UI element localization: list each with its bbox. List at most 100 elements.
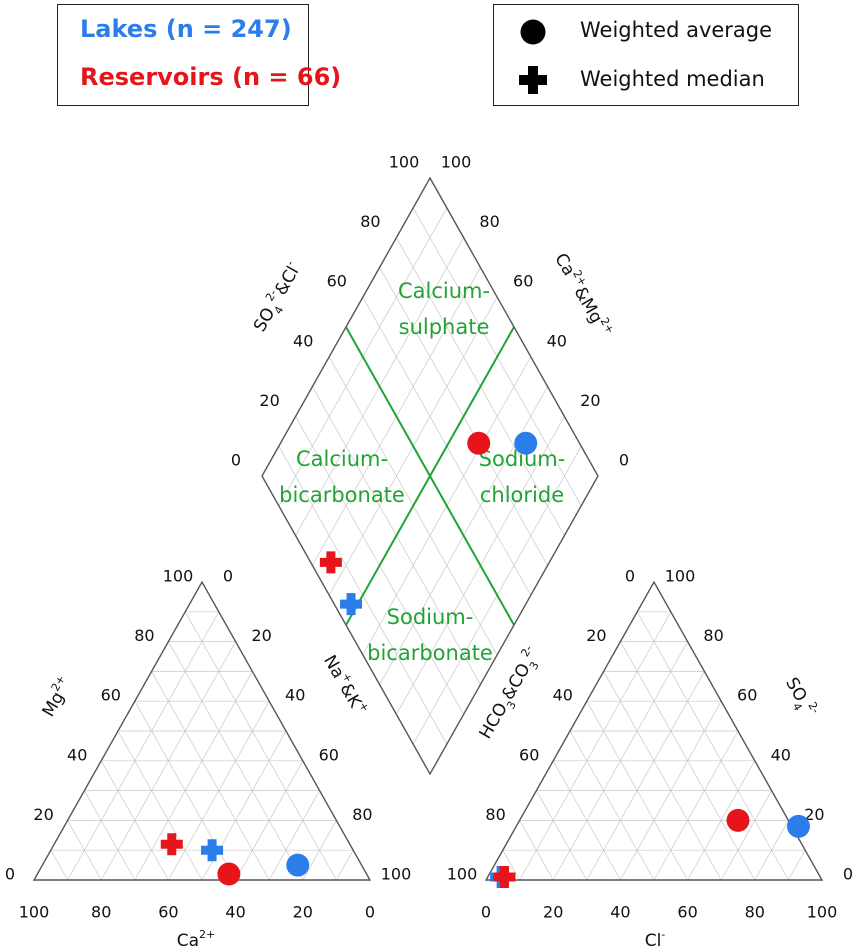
region-label-line2: bicarbonate bbox=[279, 483, 405, 507]
grid-line bbox=[67, 611, 220, 881]
region-label-line1: Calcium- bbox=[296, 447, 388, 471]
lakes-average-cation-point bbox=[286, 853, 310, 877]
grid-line bbox=[653, 730, 739, 881]
tick-label: 20 bbox=[580, 391, 600, 410]
tick-label: 40 bbox=[285, 686, 305, 705]
cation-triangle-outline bbox=[32, 580, 372, 881]
grid-line bbox=[134, 671, 253, 881]
diamond-right-axis-label: Ca2+&Mg2+ bbox=[550, 249, 617, 341]
lakes-average-anion-point bbox=[786, 814, 810, 838]
lakes-median-cation-point bbox=[201, 839, 224, 862]
tick-label: 80 bbox=[703, 626, 723, 645]
tick-label: 60 bbox=[319, 745, 339, 764]
tick-label: 20 bbox=[33, 805, 53, 824]
tick-label: 100 bbox=[665, 567, 696, 586]
grid-line bbox=[788, 850, 806, 881]
grid-line bbox=[84, 790, 136, 881]
tick-label: 100 bbox=[163, 567, 194, 586]
grid-line bbox=[519, 611, 672, 881]
grid-line bbox=[586, 671, 705, 881]
tick-label: 80 bbox=[479, 212, 499, 231]
data-points bbox=[160, 431, 810, 889]
tick-label: 0 bbox=[619, 451, 629, 470]
tick-label: 0 bbox=[5, 865, 15, 884]
anion-bottom-axis-label: Cl- bbox=[645, 928, 666, 951]
tick-label: 0 bbox=[231, 451, 241, 470]
tick-label: 40 bbox=[67, 745, 87, 764]
cation-left-axis-label: Mg2+ bbox=[36, 673, 77, 721]
grid-line bbox=[536, 790, 588, 881]
cation-right-axis-label: Na+&K+ bbox=[319, 650, 372, 719]
legend-weighted-median-label: Weighted median bbox=[580, 67, 765, 91]
tick-label: 80 bbox=[485, 805, 505, 824]
diamond-left-axis-label: SO42-&Cl- bbox=[247, 258, 308, 337]
lakes-average-diamond-point bbox=[514, 431, 538, 455]
tick-label: 80 bbox=[134, 626, 154, 645]
grid-line bbox=[620, 641, 756, 881]
tick-label: 80 bbox=[352, 805, 372, 824]
tick-label: 40 bbox=[547, 331, 567, 350]
tick-label: 60 bbox=[737, 686, 757, 705]
grid-line bbox=[720, 790, 772, 881]
region-label-line2: chloride bbox=[480, 483, 564, 507]
reservoirs-median-anion-point bbox=[493, 866, 516, 889]
region-label-line2: bicarbonate bbox=[367, 641, 493, 665]
tick-label: 60 bbox=[519, 745, 539, 764]
tick-label: 40 bbox=[225, 903, 245, 922]
diamond-outline bbox=[261, 176, 599, 776]
reservoirs-median-cation-point bbox=[160, 833, 183, 856]
lakes-median-diamond-point bbox=[340, 593, 363, 616]
anion-triangle-outline bbox=[484, 580, 824, 881]
filled-circle-icon bbox=[520, 19, 546, 45]
legend-reservoirs-label: Reservoirs (n = 66) bbox=[80, 63, 342, 91]
reservoirs-average-cation-point bbox=[217, 862, 241, 886]
grid-line bbox=[50, 850, 68, 881]
region-labels: Calcium-sulphateCalcium-bicarbonateSodiu… bbox=[279, 279, 565, 665]
tick-label: 60 bbox=[101, 686, 121, 705]
region-label-line1: Calcium- bbox=[398, 279, 490, 303]
region-label-line2: sulphate bbox=[399, 315, 490, 339]
region-boundaries bbox=[345, 326, 515, 626]
plus-cross-icon bbox=[519, 66, 547, 94]
anion-right-axis-label: SO42- bbox=[778, 673, 822, 723]
group-legend: Lakes (n = 247) Reservoirs (n = 66) bbox=[57, 4, 341, 106]
reservoirs-average-diamond-point bbox=[467, 431, 491, 455]
tick-label: 100 bbox=[447, 865, 478, 884]
tick-label: 0 bbox=[843, 865, 853, 884]
tick-label: 40 bbox=[553, 686, 573, 705]
tick-label: 100 bbox=[19, 903, 50, 922]
grid-line bbox=[184, 611, 337, 881]
grid-line bbox=[336, 850, 354, 881]
grid-line bbox=[552, 641, 688, 881]
tick-label: 100 bbox=[381, 865, 412, 884]
grid-line bbox=[268, 790, 320, 881]
grid-line bbox=[100, 641, 236, 881]
grid-line bbox=[117, 730, 203, 881]
symbol-legend: Weighted average Weighted median bbox=[493, 4, 799, 106]
region-label-line1: Sodium- bbox=[387, 605, 474, 629]
tick-label: 20 bbox=[293, 903, 313, 922]
tick-label: 40 bbox=[771, 745, 791, 764]
tick-label: 0 bbox=[223, 567, 233, 586]
tick-label: 20 bbox=[251, 626, 271, 645]
legend-weighted-average-label: Weighted average bbox=[580, 18, 773, 42]
tick-label: 100 bbox=[807, 903, 838, 922]
grid-line bbox=[636, 611, 789, 881]
tick-label: 20 bbox=[543, 903, 563, 922]
tick-label: 80 bbox=[745, 903, 765, 922]
tick-label: 20 bbox=[804, 805, 824, 824]
tick-label: 40 bbox=[293, 331, 313, 350]
grid-line bbox=[168, 641, 304, 881]
tick-label: 60 bbox=[513, 272, 533, 291]
grid-line bbox=[569, 730, 655, 881]
legend-lakes-label: Lakes (n = 247) bbox=[80, 15, 292, 43]
grid-lines bbox=[50, 207, 806, 881]
tick-label: 0 bbox=[365, 903, 375, 922]
tick-label: 0 bbox=[625, 567, 635, 586]
grid-line bbox=[151, 671, 270, 881]
tick-label: 100 bbox=[389, 153, 420, 172]
grid-line bbox=[502, 850, 520, 881]
tick-label: 40 bbox=[610, 903, 630, 922]
